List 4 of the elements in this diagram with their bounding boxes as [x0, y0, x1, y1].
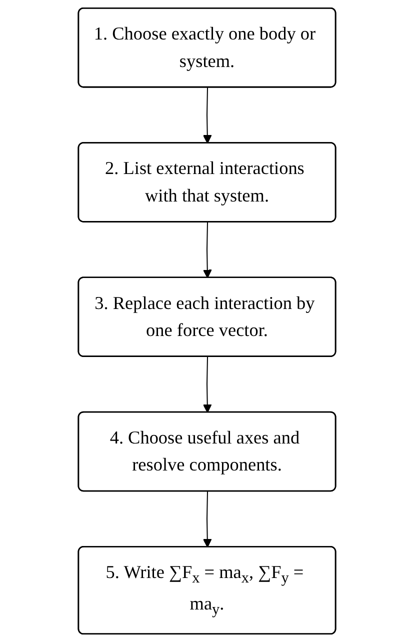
arrow: [202, 222, 212, 278]
arrow: [202, 356, 212, 413]
arrow: [202, 88, 212, 144]
arrow: [202, 491, 212, 548]
